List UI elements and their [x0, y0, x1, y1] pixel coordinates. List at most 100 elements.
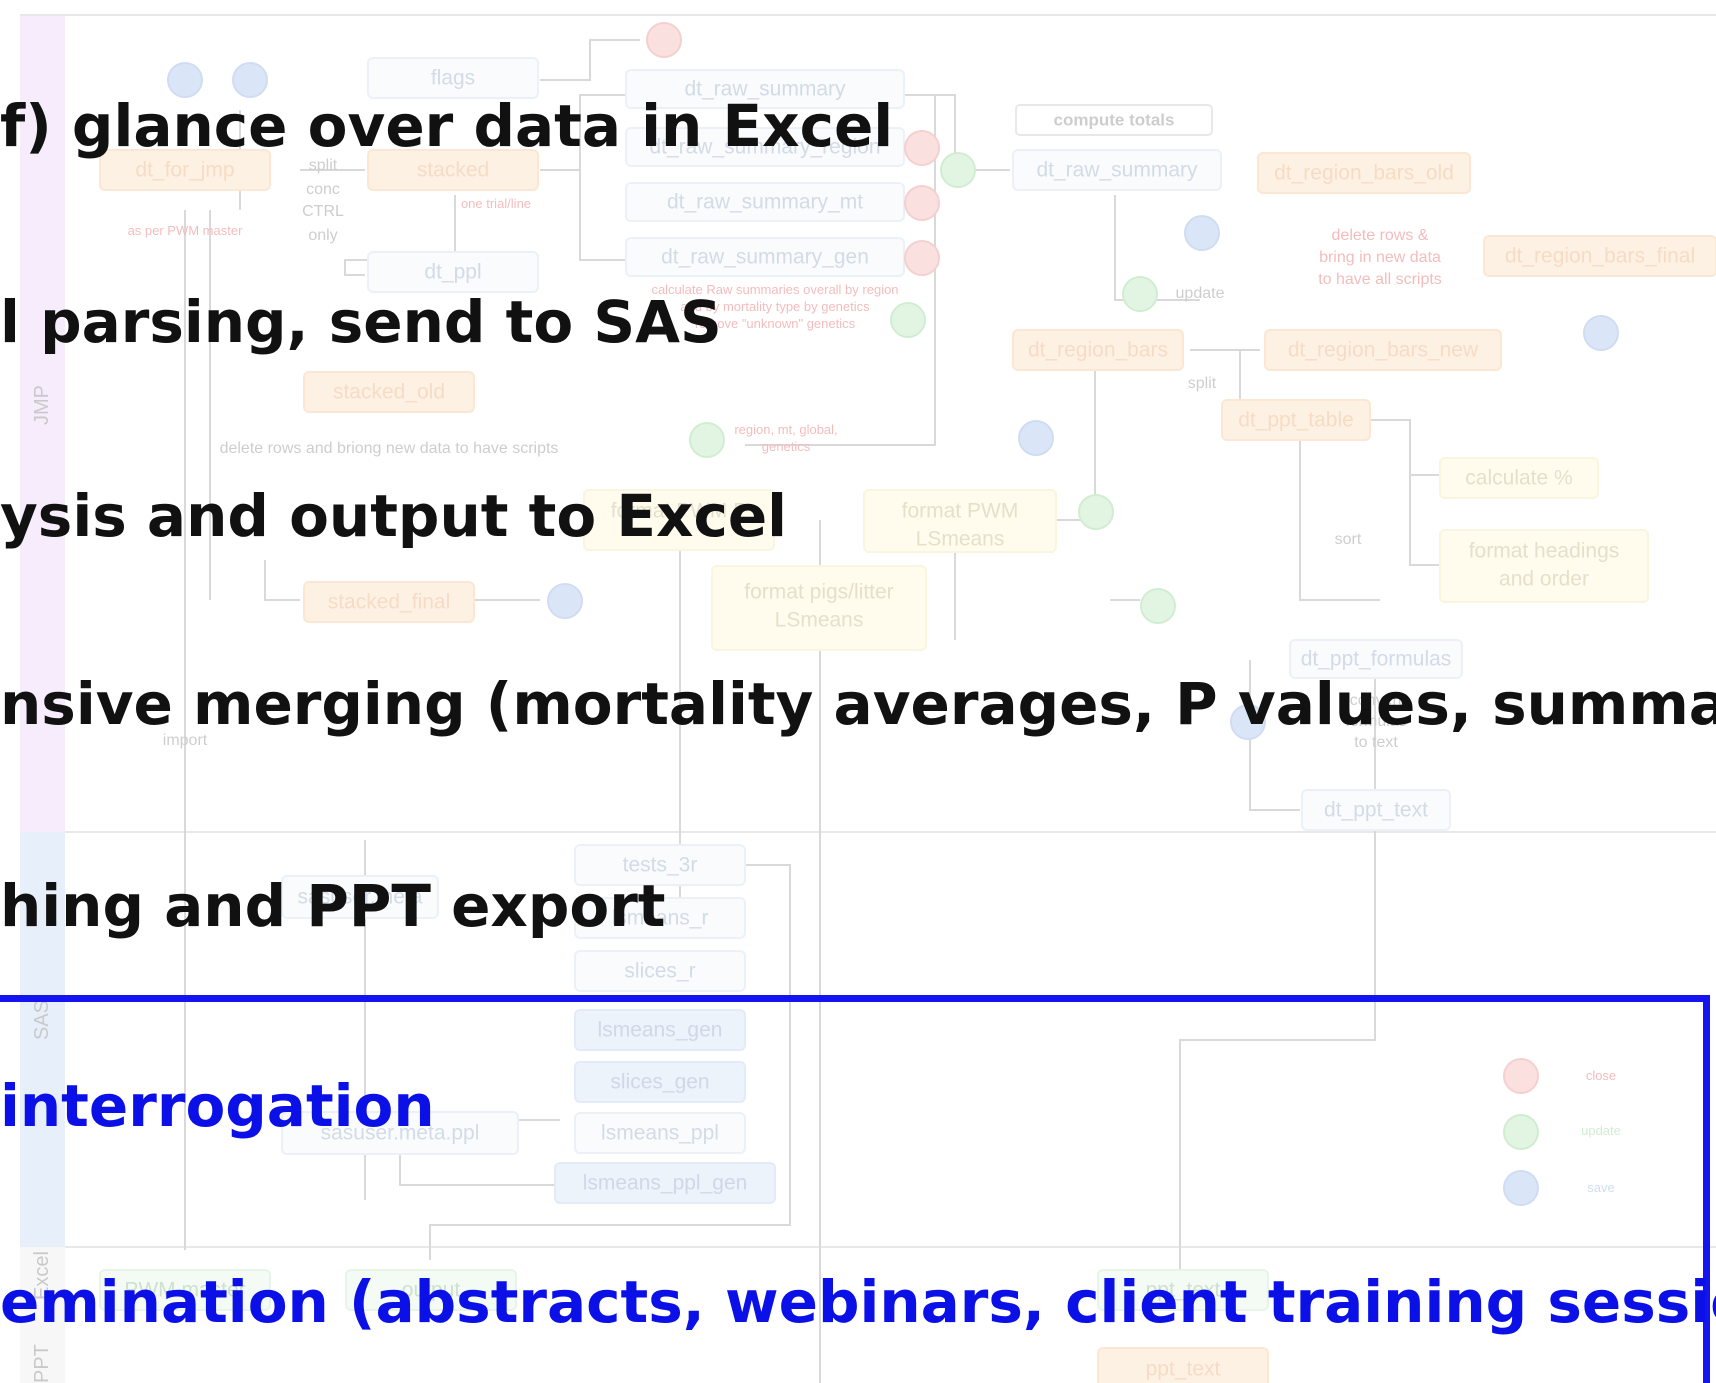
label-delete-rows-new-data: delete rows and briong new data to have … [220, 440, 559, 457]
overlay-line-5: hing and PPT export [0, 872, 666, 940]
sas-nodes: sasuser.meta sasuser.meta.ppl tests_3r l… [281, 844, 776, 1204]
highlight-frame [0, 995, 1710, 1383]
label-conc: conc [306, 181, 340, 198]
node-dt-region-bars-new: dt_region_bars_new [1288, 339, 1479, 362]
label-region-mt-1: region, mt, global, [734, 422, 837, 437]
save-icon [547, 583, 583, 619]
edges [184, 39, 1440, 1383]
label-update: update [1176, 285, 1225, 302]
node-format-headings-1: format headings [1469, 540, 1620, 563]
overlay-line-6: interrogation [0, 1072, 435, 1140]
node-output: output [402, 1279, 461, 1302]
label-split2: split [1188, 375, 1217, 392]
save-icon [1583, 315, 1619, 351]
label-region-mt-2: genetics [762, 439, 811, 454]
label-ctrl: CTRL [302, 203, 344, 220]
node-tests-3r: tests_3r [623, 854, 698, 877]
node-ppt-text-excel: ppt_text [1146, 1279, 1221, 1302]
label-one-trial-line: one trial/line [461, 196, 531, 211]
label-convert-3: to text [1354, 734, 1398, 751]
node-dt-ppt-table: dt_ppt_table [1238, 409, 1354, 432]
node-dt-ppl: dt_ppl [424, 261, 481, 284]
save-icon [1018, 420, 1054, 456]
excel-nodes: PWM master output ppt_text ppt_text [99, 1269, 1269, 1383]
label-calculate-raw-2: and by mortality type by genetics [680, 299, 870, 314]
node-format-pigs-2: LSmeans [775, 609, 864, 632]
lane-excel [20, 1247, 65, 1383]
node-flags: flags [431, 67, 475, 90]
node-dt-raw-summary-top: dt_raw_summary [684, 78, 846, 101]
lane-sas [20, 832, 65, 1247]
update-icon [689, 422, 725, 458]
node-dt-region-bars-old: dt_region_bars_old [1274, 162, 1454, 185]
label-delete-rows-amp-1: delete rows & [1332, 227, 1429, 244]
node-format-pwm-lsmeans-1: format PWM [902, 500, 1019, 523]
node-dt-ppt-text: dt_ppt_text [1324, 799, 1428, 822]
close-icon [646, 22, 682, 58]
legend-close-label: close [1586, 1068, 1616, 1083]
node-dt-ppt-formulas: dt_ppt_formulas [1301, 648, 1452, 671]
lane-label-sas: SAS [31, 1000, 53, 1040]
update-icon [1078, 494, 1114, 530]
save-icon [232, 62, 268, 98]
overlay-line-4: nsive merging (mortality averages, P val… [0, 670, 1716, 738]
node-format-headings-2: and order [1499, 568, 1589, 591]
update-icon [1140, 588, 1176, 624]
lane-label-excel: Excel [31, 1251, 53, 1300]
node-format-pwm-p: format PWM P [611, 500, 748, 523]
node-ppt-text: ppt_text [1146, 1358, 1221, 1381]
node-stacked-old: stacked_old [333, 381, 445, 404]
save-icon [167, 62, 203, 98]
node-dt-raw-summary-gen: dt_raw_summary_gen [661, 246, 869, 269]
node-dt-region-bars-final: dt_region_bars_final [1505, 245, 1695, 268]
jmp-nodes: dt_for_jmp stacked flags dt_ppl stacked_… [99, 57, 1716, 831]
node-dt-for-jmp: dt_for_jmp [135, 159, 234, 182]
node-calculate-pct: calculate % [1465, 467, 1572, 490]
node-format-pwm-lsmeans-2: LSmeans [916, 528, 1005, 551]
label-convert-1: convert [1350, 692, 1403, 709]
close-icon [904, 185, 940, 221]
legend-save-icon [1503, 1170, 1539, 1206]
label-delete-rows-amp-3: to have all scripts [1318, 271, 1442, 288]
legend-update-label: update [1581, 1123, 1621, 1138]
save-icon [1184, 215, 1220, 251]
overlay-line-7: emination (abstracts, webinars, client t… [0, 1268, 1716, 1336]
node-slices-r: slices_r [624, 960, 695, 983]
node-compute-totals: compute totals [1054, 110, 1175, 129]
legend-close-icon [1503, 1058, 1539, 1094]
node-sasuser-meta: sasuser.meta [298, 886, 423, 909]
label-only: only [308, 227, 337, 244]
lane-label-ppt: PPT [31, 1344, 53, 1383]
node-dt-raw-summary-region: dt_raw_summary_region [649, 136, 880, 159]
overlay-line-1: f) glance over data in Excel [0, 92, 894, 160]
update-icon [890, 302, 926, 338]
label-sort: sort [1335, 531, 1362, 548]
legend-update-icon [1503, 1114, 1539, 1150]
label-split: split [309, 157, 338, 174]
node-format-pigs-1: format pigs/litter [744, 581, 893, 604]
overlay-line-2: l parsing, send to SAS [0, 288, 722, 356]
lane-jmp [20, 15, 65, 832]
label-delete-rows-amp-2: bring in new data [1319, 249, 1441, 266]
label-calculate-raw-1: calculate Raw summaries overall by regio… [651, 282, 898, 297]
node-dt-raw-summary-main: dt_raw_summary [1036, 159, 1198, 182]
node-lsmeans-ppl: lsmeans_ppl [601, 1122, 719, 1145]
label-as-per-pwm-master: as per PWM master [128, 223, 244, 238]
label-convert-2: formulas [1345, 713, 1406, 730]
edge-labels: split conc CTRL only one trial/line as p… [128, 157, 1442, 751]
legend: close update save [1503, 1058, 1621, 1206]
save-icon [1230, 704, 1266, 740]
label-calculate-raw-3: remove "unknown" genetics [695, 316, 856, 331]
update-icon [940, 152, 976, 188]
legend-save-label: save [1587, 1180, 1614, 1195]
node-stacked: stacked [417, 159, 489, 182]
node-dt-region-bars: dt_region_bars [1028, 339, 1168, 362]
node-sasuser-meta-ppl: sasuser.meta.ppl [321, 1122, 480, 1145]
close-icon [904, 130, 940, 166]
node-stacked-final: stacked_final [328, 591, 451, 614]
node-lsmeans-r: lsmeans_r [612, 907, 709, 930]
close-icon [904, 240, 940, 276]
label-import: import [163, 732, 208, 749]
